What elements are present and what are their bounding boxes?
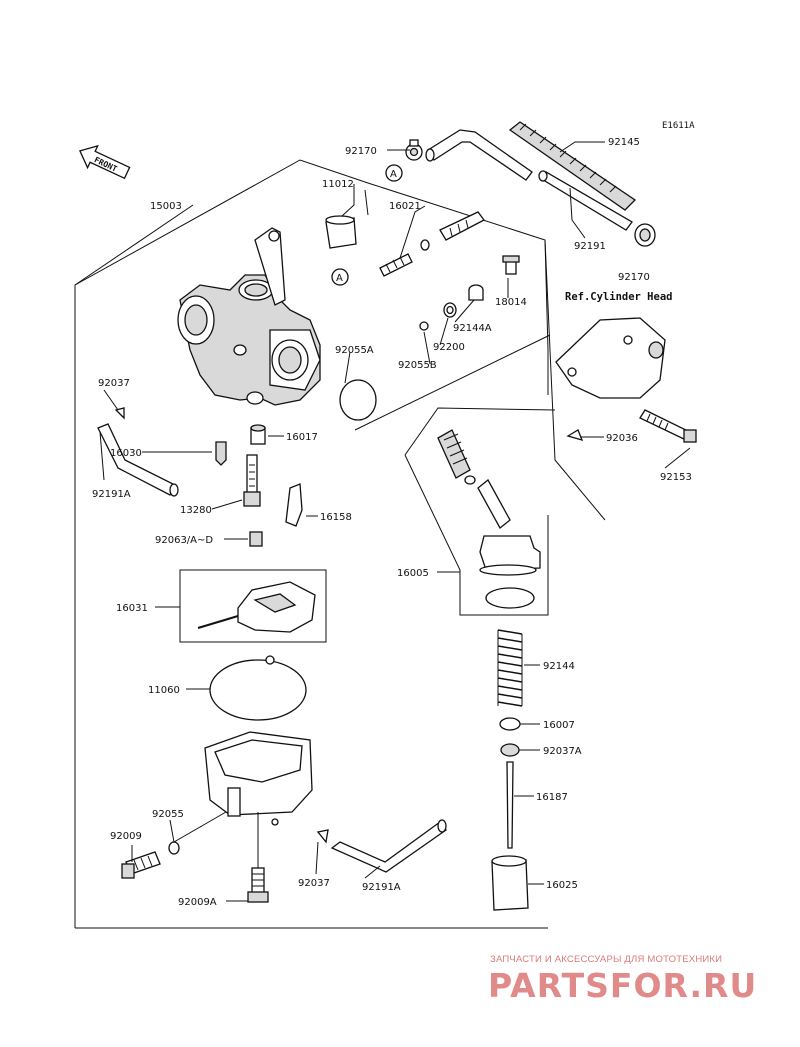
label-92037-upper: 92037: [98, 378, 130, 389]
part-16017-jet: [250, 424, 266, 445]
label-92144A: 92144A: [453, 323, 492, 334]
part-92009A-screw: [247, 867, 269, 903]
part-92037A-clip: [500, 743, 520, 757]
part-92037-clip-upper: [114, 407, 125, 420]
part-92036-clip: [566, 429, 584, 441]
part-92009-screw: [121, 851, 161, 879]
part-13280-emulsion: [243, 454, 261, 507]
part-92055A-oring: [339, 379, 377, 421]
label-92055A: 92055A: [335, 345, 374, 356]
part-16025-throttle-valve: [491, 855, 529, 911]
leader-lines: [74, 141, 691, 902]
front-arrow-icon: FRONT: [79, 144, 131, 180]
label-16007: 16007: [543, 720, 575, 731]
part-16030-needle: [215, 441, 227, 466]
part-92191-hose: [538, 170, 633, 231]
label-16017: 16017: [286, 432, 318, 443]
float-bowl: [204, 731, 313, 826]
label-92037-lower: 92037: [298, 878, 330, 889]
part-92170-clamp-top: [405, 139, 423, 161]
label-92191A-lower: 92191A: [362, 882, 401, 893]
part-16007-retainer: [499, 717, 521, 731]
label-11012: 11012: [322, 179, 354, 190]
label-92055: 92055: [152, 809, 184, 820]
label-16031: 16031: [116, 603, 148, 614]
diagram-code: E1611A: [662, 121, 695, 131]
label-92191A-upper: 92191A: [92, 489, 131, 500]
hose-top: [425, 129, 533, 181]
label-92170-ref: 92170: [618, 272, 650, 283]
label-16005: 16005: [397, 568, 429, 579]
callout-a-mid: A: [331, 268, 349, 286]
label-92037A: 92037A: [543, 746, 582, 757]
svg-text:A: A: [336, 273, 343, 284]
part-92063-jet: [249, 531, 263, 547]
part-16031-float: [179, 569, 327, 643]
part-11012-cap: [325, 215, 357, 249]
part-11060-gasket: [209, 655, 307, 721]
label-16158: 16158: [320, 512, 352, 523]
part-92153-bolt: [639, 409, 697, 443]
watermark-brand: PARTSFOR.RU: [488, 966, 757, 1005]
label-92153: 92153: [660, 472, 692, 483]
label-11060: 11060: [148, 685, 180, 696]
part-92170-clamp-right: [634, 223, 656, 247]
watermark-tagline: ЗАПЧАСТИ И АКСЕССУАРЫ ДЛЯ МОТОТЕХНИКИ: [490, 954, 722, 965]
label-92009A: 92009A: [178, 897, 217, 908]
label-92055B: 92055B: [398, 360, 437, 371]
watermark: ЗАПЧАСТИ И АКСЕССУАРЫ ДЛЯ МОТОТЕХНИКИ PA…: [488, 954, 757, 1005]
part-16158-bracket: [285, 483, 303, 527]
part-92055B-oring: [419, 321, 429, 331]
assembly-frame: [74, 159, 606, 929]
part-labels: 92170 92145 15003 11012 16021 92191 9217…: [92, 137, 692, 908]
label-16021: 16021: [389, 201, 421, 212]
part-92145-cover: [508, 121, 637, 211]
label-16025: 16025: [546, 880, 578, 891]
ref-cylinder-head-label: Ref.Cylinder Head: [565, 291, 672, 303]
label-92144: 92144: [543, 661, 575, 672]
svg-text:A: A: [390, 169, 397, 180]
intake-manifold: [555, 317, 666, 399]
part-16005-valve-assembly: [404, 407, 556, 616]
label-92191: 92191: [574, 241, 606, 252]
label-16030: 16030: [110, 448, 142, 459]
label-92063: 92063/A~D: [155, 535, 213, 546]
part-92200-washer: [443, 302, 457, 318]
part-16187-needle: [506, 761, 514, 849]
label-16187: 16187: [536, 792, 568, 803]
part-92037-clip-lower: [316, 829, 329, 844]
part-92055-oring: [168, 841, 180, 855]
label-15003: 15003: [150, 201, 182, 212]
part-92191A-hose-upper: [97, 423, 179, 497]
part-18014-jet: [502, 255, 520, 275]
part-92191A-hose-lower: [330, 819, 447, 873]
carburetor-body: [177, 227, 321, 406]
label-92200: 92200: [433, 342, 465, 353]
callout-a-top: A: [385, 164, 403, 182]
part-92144-spring: [497, 629, 523, 707]
part-16021-pilot-screw: [379, 211, 485, 277]
label-92036: 92036: [606, 433, 638, 444]
label-92009: 92009: [110, 831, 142, 842]
label-92170-top: 92170: [345, 146, 377, 157]
label-13280: 13280: [180, 505, 212, 516]
part-92144A-spring: [468, 284, 484, 301]
label-92145: 92145: [608, 137, 640, 148]
label-18014: 18014: [495, 297, 527, 308]
